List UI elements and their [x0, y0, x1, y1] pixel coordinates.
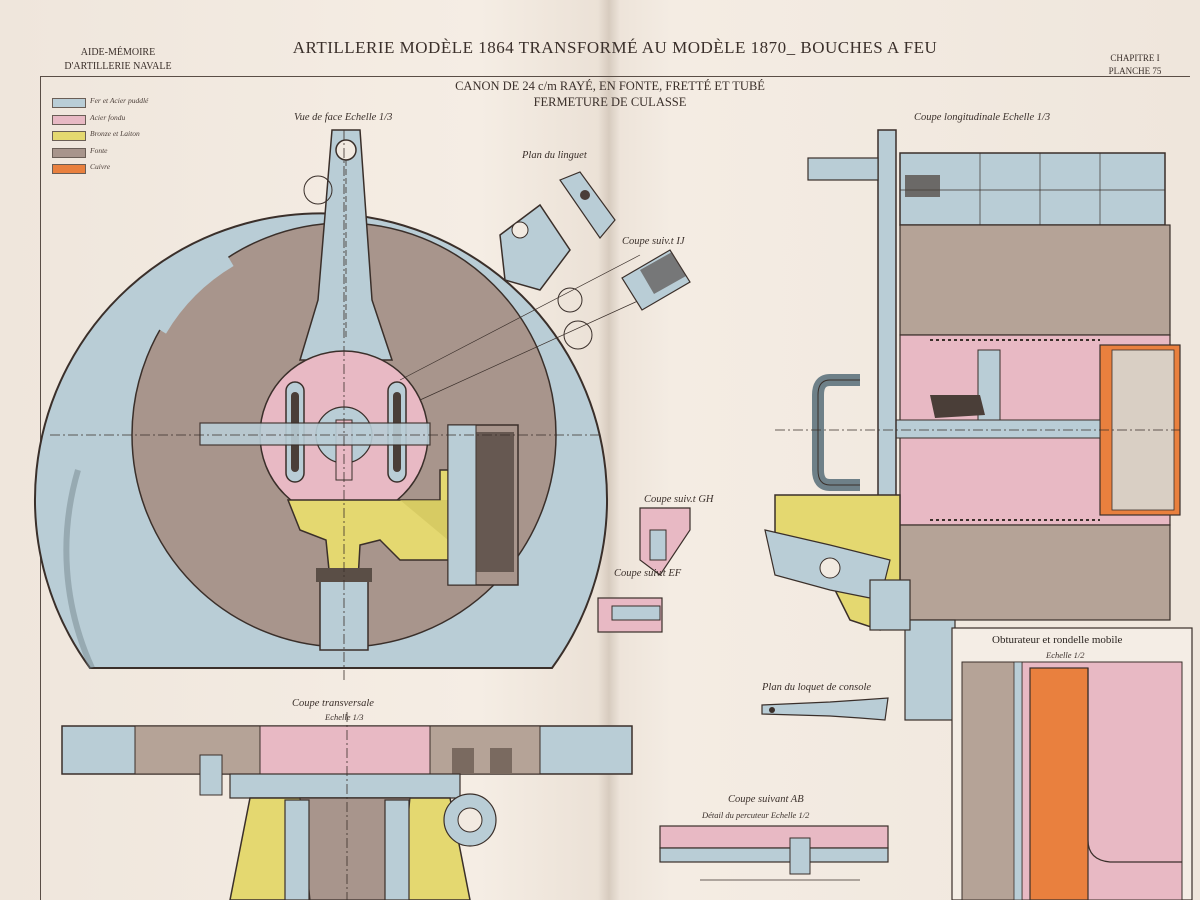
label-detail-percuteur: Détail du percuteur Echelle 1/2 — [702, 810, 810, 820]
legend-label: Cuivre — [90, 162, 111, 171]
label-plan-linguet: Plan du linguet — [522, 150, 587, 161]
legend-swatch-cast-iron — [52, 147, 86, 158]
longitudinal-section — [764, 129, 1181, 721]
subtitle-line1: CANON DE 24 c/m RAYÉ, EN FONTE, FRETTÉ E… — [455, 79, 765, 93]
legend-swatch-iron — [52, 98, 86, 108]
subtitle-line2: FERMETURE DE CULASSE — [533, 95, 687, 109]
label-obturateur: Obturateur et rondelle mobile — [992, 634, 1123, 646]
loquet-plan-detail — [761, 697, 889, 721]
section-ab — [659, 825, 889, 881]
legend-label: Bronze et Laiton — [90, 129, 140, 138]
label-coupe-ab: Coupe suivant AB — [728, 794, 804, 805]
label-coupe-gh: Coupe suiv.t GH — [644, 494, 714, 505]
transverse-section — [61, 712, 633, 900]
legend-swatch-steel — [52, 114, 86, 125]
plate-label: PLANCHE 75 — [1108, 66, 1162, 76]
label-coupe-longitudinale: Coupe longitudinale Echelle 1/3 — [914, 112, 1051, 123]
label-plan-loquet: Plan du loquet de console — [762, 682, 872, 693]
coupe-ef-detail — [597, 597, 663, 633]
legend-swatch-copper — [52, 164, 86, 174]
page-subtitle: CANON DE 24 c/m RAYÉ, EN FONTE, FRETTÉ E… — [380, 78, 840, 110]
coupe-gh-detail — [639, 507, 691, 576]
plan-linguet-detail — [559, 171, 616, 239]
header-right: CHAPITRE I PLANCHE 75 — [1090, 52, 1180, 78]
page-title: ARTILLERIE MODÈLE 1864 TRANSFORMÉ AU MOD… — [292, 38, 938, 57]
coupe-ij-detail — [621, 249, 691, 311]
label-coupe-ij: Coupe suiv.t IJ — [622, 236, 685, 247]
legend-swatch-bronze — [52, 131, 86, 141]
legend-label: Fonte — [90, 145, 108, 155]
label-obturateur-scale: Echelle 1/2 — [1046, 650, 1085, 660]
header-left-line1: AIDE-MÉMOIRE — [80, 47, 156, 58]
obturator-panel — [951, 627, 1193, 900]
label-coupe-ef: Coupe suiv.t EF — [614, 568, 682, 579]
header-left: AIDE-MÉMOIRE D'ARTILLERIE NAVALE — [48, 46, 188, 74]
label-transversale-scale: Echelle 1/3 — [325, 712, 364, 722]
header-rule — [40, 76, 1190, 77]
chapter-label: CHAPITRE I — [1110, 53, 1160, 63]
label-vue-de-face: Vue de face Echelle 1/3 — [294, 112, 393, 123]
header-left-line2: D'ARTILLERIE NAVALE — [64, 61, 172, 72]
label-coupe-transversale: Coupe transversale — [292, 698, 374, 709]
front-view — [34, 129, 641, 680]
legend-label: Acier fondu — [90, 112, 126, 122]
legend-label: Fer et Acier puddlé — [90, 96, 149, 105]
